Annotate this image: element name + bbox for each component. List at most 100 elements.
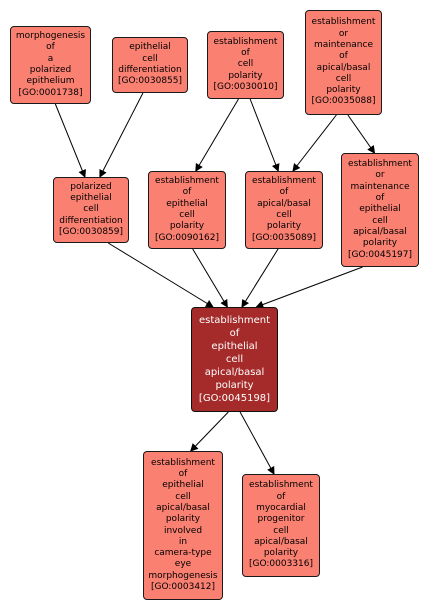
node-label-line: epithelial [359,204,401,215]
go-id-label: [GO:0003412] [150,581,216,592]
node-label-line: of [229,328,240,339]
edge-n0035088-to-n0035089 [292,114,337,172]
edge-n0030010-to-n0090162 [195,98,239,172]
node-label-line: apical/basal [257,198,311,209]
node-establishment-of-epithelial-cell-apical-basal-polarity[interactable]: establishment of epithelial cell apical/basa… [191,307,278,412]
node-label-line: of [276,491,286,502]
go-id-label: [GO:0030855] [117,76,183,87]
node-label-line: apical/basal [316,62,371,73]
node-label-line: establishment [151,457,215,468]
edge-n0045198-to-n0003316 [239,411,275,475]
node-label-line: polarity [362,238,398,249]
node-label-line: establishment [311,17,376,28]
node-label-line: polarity [165,514,201,525]
go-id-label: [GO:0045197] [347,249,413,260]
node-label-line: of [46,42,55,53]
node-label-line: involved [163,525,203,536]
edge-n0030010-to-n0035089 [249,98,280,172]
edge-n0030859-to-n0045198 [107,242,214,308]
go-id-label: [GO:0030859] [58,226,124,237]
node-label-line: cell [225,354,244,365]
edge-n0030855-to-n0030859 [99,92,144,178]
node-label-line: of [279,187,289,198]
node-label-line: morphogenesis [15,31,86,42]
node-label-line: apical/basal [254,536,308,547]
node-label-line: polarity [266,221,302,232]
node-label-line: apical/basal [156,502,210,513]
node-label-line: differentiation [59,215,123,226]
node-label-line: epithelium [26,76,75,87]
go-id-label: [GO:0001738] [18,87,83,98]
node-label-line: epithelial [166,198,208,209]
node-label-line: establishment [249,480,313,491]
node-label-line: differentiation [118,65,182,75]
node-label-line: of [339,51,348,62]
node-label-line: cell [273,525,289,536]
node-label-line: cell [372,215,388,226]
edge-n0090162-to-n0045198 [192,248,228,308]
edge-n0035089-to-n0045198 [241,248,279,308]
node-label-line: polarized [29,65,72,75]
node-label-line: of [241,48,250,59]
node-label-line: or [375,170,385,181]
node-label-line: cell [175,491,191,502]
node-label-line: polarity [263,548,299,559]
node-label-line: camera-type [154,548,212,559]
node-label-line: cell [83,204,99,215]
node-label-line: progenitor [257,514,305,525]
node-label-line: cell [179,210,195,220]
node-label-line: in [178,536,188,547]
node-label-line: myocardial [256,502,306,513]
node-label-line: cell [335,73,352,84]
node-label-line: establishment [213,36,278,47]
node-label-line: of [178,469,188,480]
node-label-line: maintenance [314,39,373,50]
node-label-line: cell [237,59,254,70]
go-id-label: [GO:0045198] [198,393,271,404]
edge-n0045198-to-n0003412 [190,411,229,452]
node-label-line: apical/basal [204,367,265,378]
edge-n0001738-to-n0030859 [54,103,87,178]
node-label-line: of [375,193,385,204]
go-id-label: [GO:0090162] [154,232,220,243]
node-label-line: epithelial [129,42,171,53]
go-id-label: [GO:0030010] [213,81,278,92]
node-label-line: of [182,187,192,198]
node-label-line: establishment [155,176,219,187]
node-label-line: or [338,28,349,39]
edge-n0045197-to-n0045198 [255,266,363,309]
node-label-line: polarity [228,70,263,81]
go-id-label: [GO:0035088] [311,96,376,107]
node-label-line: epithelial [162,480,204,491]
node-label-line: a [47,53,54,64]
node-label-line: establishment [348,159,412,170]
node-label-line: apical/basal [353,226,407,237]
node-label-line: maintenance [350,181,410,192]
node-label-line: polarity [215,380,254,391]
node-label-line: epithelial [211,341,258,352]
go-id-label: [GO:0003316] [248,559,314,570]
node-label-line: polarized [70,181,112,192]
node-label-line: establishment [198,315,270,326]
node-label-line: epithelial [70,193,112,204]
node-label-line: cell [276,210,292,220]
node-label-line: cell [142,53,158,64]
go-id-label: [GO:0035089] [251,232,317,243]
edge-n0035088-to-n0045197 [347,114,376,154]
node-label-line: eye [174,559,192,570]
node-label-line: establishment [252,176,316,187]
node-label-line: morphogenesis [148,570,218,581]
node-label-line: polarity [326,85,361,96]
node-label-line: polarity [169,221,205,232]
